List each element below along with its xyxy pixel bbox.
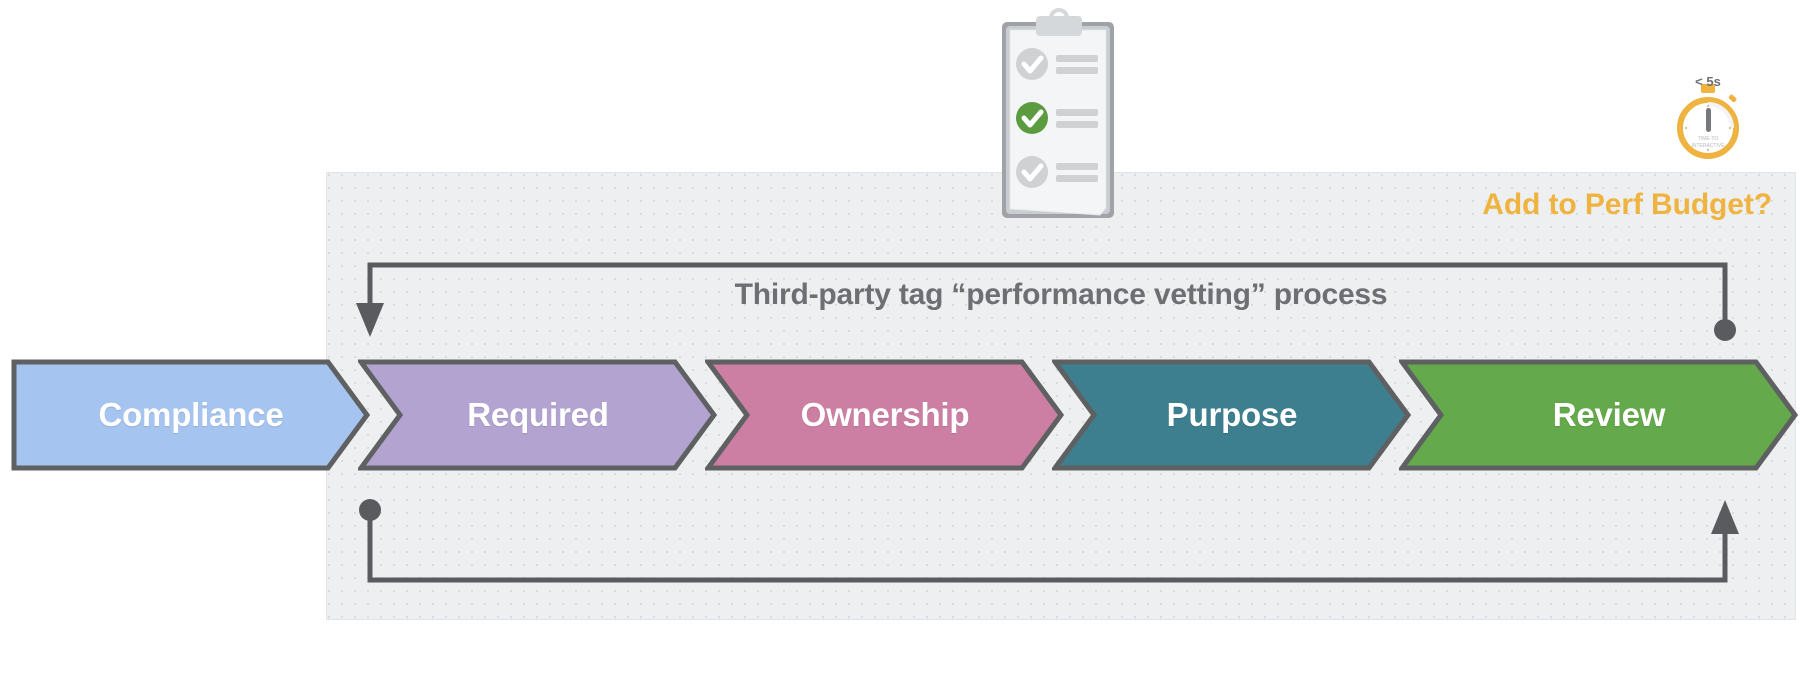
- stage-required[interactable]: Required: [358, 350, 718, 480]
- chevron-shape: [1052, 359, 1412, 471]
- check-circle-1: [1016, 48, 1048, 80]
- stopwatch-metric-line2: INTERACTIVE: [1691, 143, 1725, 149]
- stopwatch-needle: [1706, 108, 1711, 132]
- perf-budget-note: Add to Perf Budget?: [1482, 188, 1772, 221]
- chevron-shape: [705, 359, 1065, 471]
- stage-review[interactable]: Review: [1399, 350, 1799, 480]
- clipboard-icon: [1002, 8, 1114, 218]
- chevron-shape: [1399, 359, 1799, 471]
- stage-ownership[interactable]: Ownership: [705, 350, 1065, 480]
- stopwatch-crown: [1701, 84, 1715, 93]
- stopwatch-threshold-label: < 5s: [1695, 74, 1721, 89]
- chevron-shape: [11, 359, 371, 471]
- check-circle-3: [1016, 156, 1048, 188]
- chevron-shape: [358, 359, 718, 471]
- stopwatch-icon: TIME-TO INTERACTIVE: [1677, 84, 1739, 159]
- stage-compliance[interactable]: Compliance: [11, 350, 371, 480]
- stopwatch-metric-line1: TIME-TO: [1698, 136, 1719, 142]
- stage-purpose[interactable]: Purpose: [1052, 350, 1412, 480]
- process-title: Third-party tag “performance vetting” pr…: [734, 278, 1388, 311]
- check-circle-2: [1016, 102, 1048, 134]
- stage-pipeline: Compliance Required Ownership Purpose: [0, 350, 1810, 480]
